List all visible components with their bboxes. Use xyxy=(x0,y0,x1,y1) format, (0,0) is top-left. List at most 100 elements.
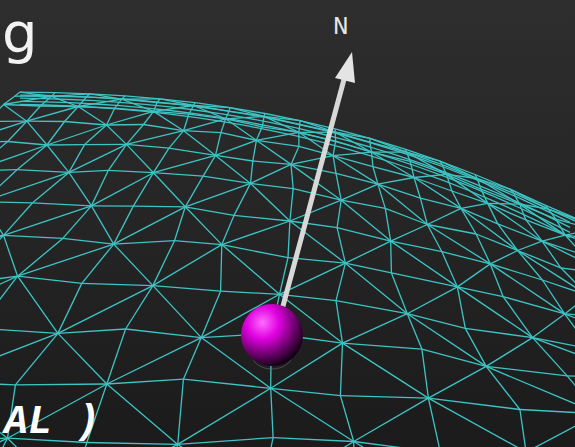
mesh-edge xyxy=(260,442,354,447)
mesh-edge xyxy=(495,202,520,213)
mesh-edge xyxy=(251,161,253,183)
mesh-edge xyxy=(445,172,470,182)
mesh-edge xyxy=(470,182,495,192)
mesh-edge xyxy=(170,107,195,110)
mesh-edge xyxy=(470,177,495,187)
mesh-edge xyxy=(126,286,153,329)
mesh-edge xyxy=(145,108,170,111)
mesh-edge xyxy=(114,241,175,244)
mesh-edge xyxy=(273,438,354,442)
mesh-edge xyxy=(565,296,575,314)
mesh-edge xyxy=(234,215,290,221)
mesh-edge xyxy=(120,102,145,104)
mesh-edge xyxy=(27,107,78,122)
mesh-edge xyxy=(390,241,392,273)
mesh-edge xyxy=(447,174,488,203)
mesh-edge xyxy=(490,264,564,314)
mesh-edge xyxy=(0,235,4,284)
mesh-edge xyxy=(370,147,395,155)
mesh-edge xyxy=(476,234,490,264)
mesh-edge xyxy=(144,125,184,131)
mesh-edge xyxy=(203,155,215,176)
mesh-edge xyxy=(495,192,520,203)
mesh-edge xyxy=(70,106,95,107)
mesh-edge xyxy=(178,438,273,445)
mesh-edge xyxy=(378,184,421,198)
mesh-edge xyxy=(385,208,427,224)
mesh-edge xyxy=(520,410,575,414)
mesh-edge xyxy=(170,103,195,106)
mesh-edge xyxy=(465,328,532,337)
mesh-edge xyxy=(395,150,420,158)
mesh-edge xyxy=(20,98,45,100)
mesh-edge xyxy=(20,104,45,106)
mesh-edge xyxy=(457,287,532,338)
mesh-edge xyxy=(45,95,70,97)
mesh-edge xyxy=(127,131,184,145)
mesh-edge xyxy=(445,181,470,191)
mesh-edge xyxy=(58,329,126,333)
mesh-edge xyxy=(461,203,488,208)
mesh-edge xyxy=(87,443,178,445)
mesh-edge xyxy=(127,144,170,148)
mesh-edge xyxy=(545,225,570,238)
mesh-edge xyxy=(178,388,271,444)
mesh-edge xyxy=(410,161,446,174)
mesh-edge xyxy=(245,125,270,130)
slide-title-fragment: g xyxy=(2,0,38,65)
mesh-edge xyxy=(372,152,373,166)
mesh-edge xyxy=(63,206,92,239)
mesh-edge xyxy=(178,444,260,447)
mesh-edge xyxy=(428,398,440,447)
mesh-edge xyxy=(291,156,333,165)
mesh-edge xyxy=(169,131,184,148)
mesh-edge xyxy=(4,235,63,238)
mesh-edge xyxy=(445,177,470,187)
mesh-edge xyxy=(340,343,342,396)
mesh-edge xyxy=(370,143,395,151)
mesh-edge xyxy=(260,438,273,447)
mesh-edge xyxy=(542,235,565,241)
mesh-edge xyxy=(195,117,220,121)
mesh-edge xyxy=(420,198,427,224)
mesh-edge xyxy=(378,184,427,224)
mesh-edge xyxy=(495,197,520,208)
mesh-edge xyxy=(370,138,407,152)
mesh-edge xyxy=(420,168,445,177)
normal-vector-label: N xyxy=(333,12,349,42)
mesh-edge xyxy=(407,314,465,329)
mesh-edge xyxy=(107,338,202,384)
mesh-edge xyxy=(440,161,477,178)
mesh-edge xyxy=(333,141,336,156)
mesh-edge xyxy=(85,125,107,145)
mesh-edge xyxy=(17,145,47,170)
mesh-edge xyxy=(420,172,445,181)
mesh-edge xyxy=(245,114,270,119)
mesh-edge xyxy=(345,148,370,155)
mesh-edge xyxy=(520,213,545,225)
mesh-edge xyxy=(189,114,226,119)
mesh-edge xyxy=(337,228,391,241)
mesh-edge xyxy=(488,203,520,205)
mesh-edge xyxy=(91,170,108,206)
mesh-edge xyxy=(20,101,45,103)
mesh-edge xyxy=(372,152,415,177)
mesh-edge xyxy=(195,106,220,110)
mesh-edge xyxy=(420,198,461,208)
mesh-edge xyxy=(107,125,127,144)
mesh-edge xyxy=(8,121,27,141)
wireframe-mesh xyxy=(0,92,575,447)
mesh-edge xyxy=(133,173,153,206)
mesh-edge xyxy=(490,264,542,280)
mesh-edge xyxy=(221,133,257,141)
mesh-edge xyxy=(47,125,107,145)
mesh-edge xyxy=(373,167,378,185)
mesh-edge xyxy=(45,98,70,100)
mesh-edge xyxy=(270,130,295,135)
mesh-edge xyxy=(195,114,220,118)
vertex-sphere xyxy=(241,304,303,366)
mesh-edge xyxy=(251,183,294,188)
mesh-edge xyxy=(298,132,299,146)
mesh-edge xyxy=(184,131,221,133)
mesh-edge xyxy=(291,146,299,164)
